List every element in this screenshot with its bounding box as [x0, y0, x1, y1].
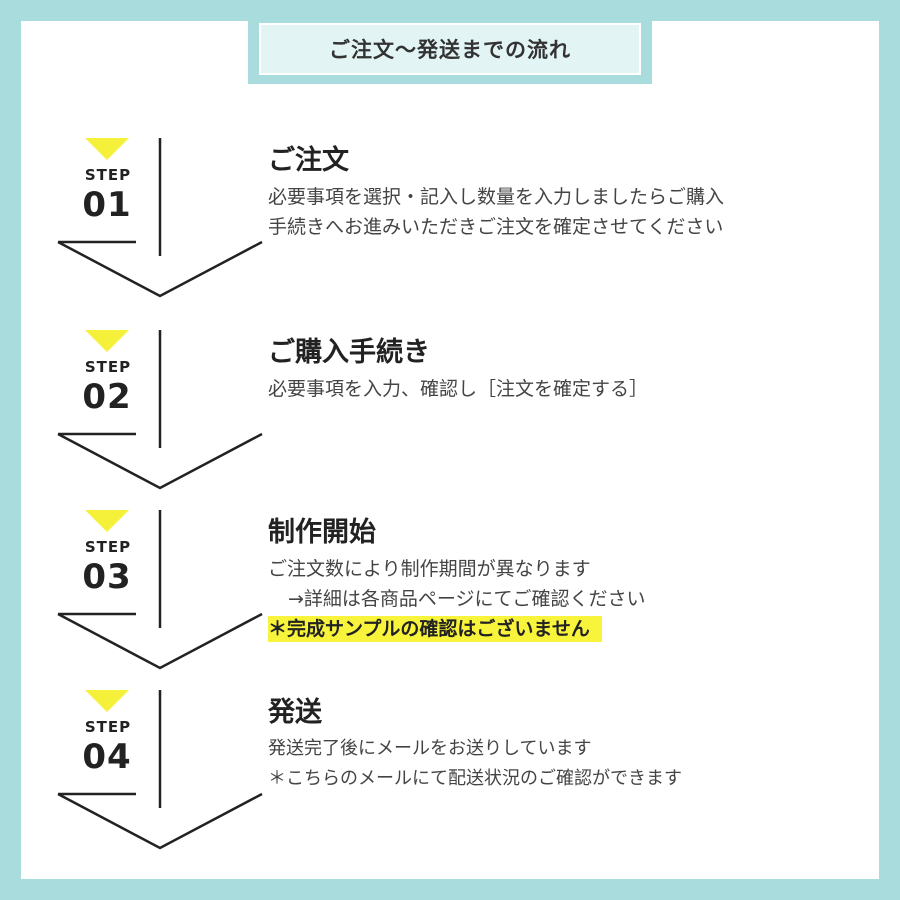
description-line: 必要事項を選択・記入し数量を入力しましたらご購入 — [268, 186, 725, 208]
description-line: →詳細は各商品ページにてご確認ください — [288, 588, 646, 610]
page-title: ご注文〜発送までの流れ — [259, 23, 641, 75]
description-line: 必要事項を入力、確認し［注文を確定する］ — [268, 378, 649, 400]
step-marker-icon — [85, 138, 129, 160]
step-3: STEP 03 制作開始 ご注文数により制作期間が異なります →詳細は各商品ペー… — [0, 510, 900, 680]
step-title: 発送 — [268, 697, 322, 728]
step-title: ご注文 — [268, 145, 349, 176]
step-marker-icon — [85, 690, 129, 712]
step-number: 04 — [82, 737, 132, 777]
step-description: 必要事項を入力、確認し［注文を確定する］ — [268, 374, 648, 404]
arrow-down-icon — [57, 330, 263, 490]
arrow-down-icon — [57, 510, 263, 670]
step-1: STEP 01 ご注文 必要事項を選択・記入し数量を入力しましたらご購入 手続き… — [0, 138, 900, 308]
step-title: ご購入手続き — [268, 337, 430, 368]
step-number: 01 — [82, 185, 132, 225]
description-line: ご注文数により制作期間が異なります — [268, 558, 591, 580]
step-label: STEP — [84, 358, 132, 376]
step-marker-icon — [85, 510, 129, 532]
step-4: STEP 04 発送 発送完了後にメールをお送りしています ＊こちらのメールにて… — [0, 690, 900, 860]
description-line: 手続きへお進みいただきご注文を確定させてください — [268, 216, 724, 238]
description-line: 発送完了後にメールをお送りしています — [268, 738, 592, 759]
step-label: STEP — [84, 538, 132, 556]
title-banner: ご注文〜発送までの流れ — [248, 14, 652, 84]
step-label: STEP — [84, 166, 132, 184]
arrow-down-icon — [57, 690, 263, 850]
step-number: 03 — [82, 557, 132, 597]
note-highlight: ＊完成サンプルの確認はございません — [268, 616, 602, 642]
description-line: ＊こちらのメールにて配送状況のご確認ができます — [268, 768, 682, 789]
step-description: ご注文数により制作期間が異なります →詳細は各商品ページにてご確認ください ＊完… — [268, 554, 646, 644]
step-2: STEP 02 ご購入手続き 必要事項を入力、確認し［注文を確定する］ — [0, 330, 900, 500]
step-number: 02 — [82, 377, 132, 417]
arrow-down-icon — [57, 138, 263, 298]
step-marker-icon — [85, 330, 129, 352]
step-description: 発送完了後にメールをお送りしています ＊こちらのメールにて配送状況のご確認ができ… — [268, 734, 682, 794]
step-description: 必要事項を選択・記入し数量を入力しましたらご購入 手続きへお進みいただきご注文を… — [268, 182, 724, 242]
step-title: 制作開始 — [268, 517, 376, 548]
step-label: STEP — [84, 718, 132, 736]
